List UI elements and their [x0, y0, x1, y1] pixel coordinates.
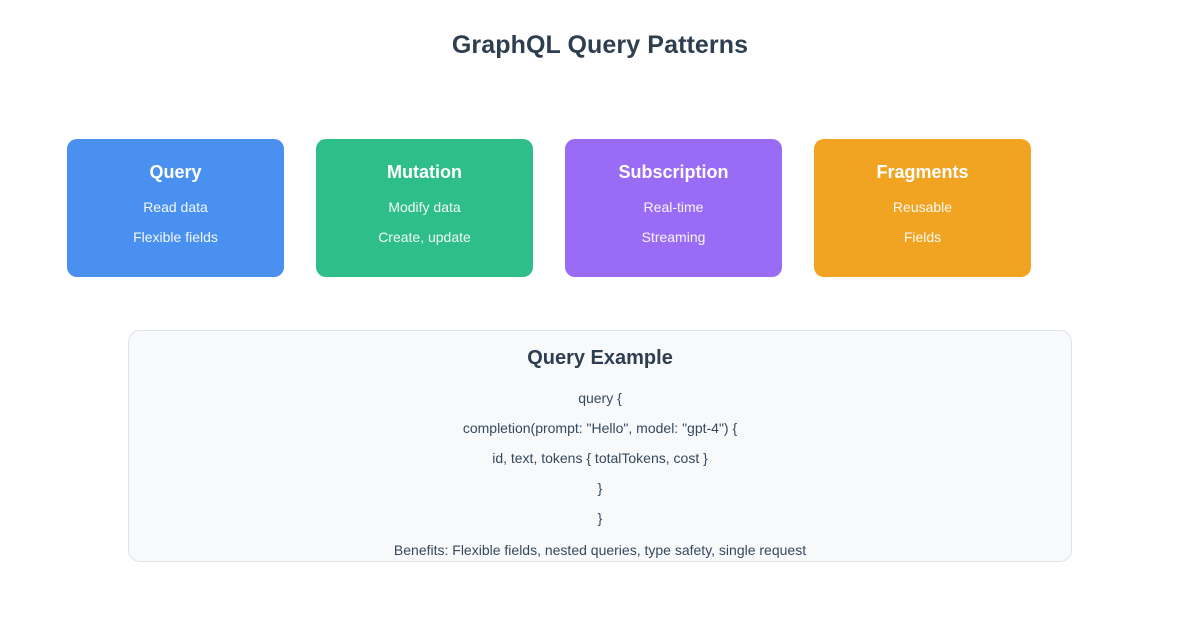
pattern-card-query[interactable]: Query Read data Flexible fields	[67, 139, 284, 277]
card-title: Fragments	[876, 162, 969, 182]
card-line-secondary: Streaming	[641, 229, 706, 245]
card-line-secondary: Create, update	[378, 229, 471, 245]
pattern-card-fragments[interactable]: Fragments Reusable Fields	[814, 139, 1031, 277]
code-line: id, text, tokens { totalTokens, cost }	[492, 450, 708, 466]
code-line: }	[597, 480, 603, 496]
code-line: completion(prompt: "Hello", model: "gpt-…	[462, 420, 738, 436]
pattern-card-row: Query Read data Flexible fields Mutation…	[67, 139, 1031, 277]
card-line-primary: Real-time	[643, 199, 704, 215]
card-line-primary: Read data	[143, 199, 208, 215]
card-title: Query	[149, 162, 202, 182]
card-line-secondary: Fields	[903, 229, 942, 245]
panel-title: Query Example	[527, 347, 673, 369]
query-example-panel: Query Example query { completion(prompt:…	[128, 330, 1072, 562]
pattern-card-mutation[interactable]: Mutation Modify data Create, update	[316, 139, 533, 277]
pattern-card-subscription[interactable]: Subscription Real-time Streaming	[565, 139, 782, 277]
card-line-primary: Reusable	[892, 199, 953, 215]
code-line: }	[597, 510, 603, 526]
card-title: Subscription	[618, 162, 729, 182]
benefits-line: Benefits: Flexible fields, nested querie…	[393, 542, 807, 558]
page-title: GraphQL Query Patterns	[451, 31, 749, 59]
card-title: Mutation	[387, 162, 462, 182]
card-line-primary: Modify data	[388, 199, 461, 215]
code-line: query {	[578, 390, 622, 406]
card-line-secondary: Flexible fields	[133, 229, 218, 245]
